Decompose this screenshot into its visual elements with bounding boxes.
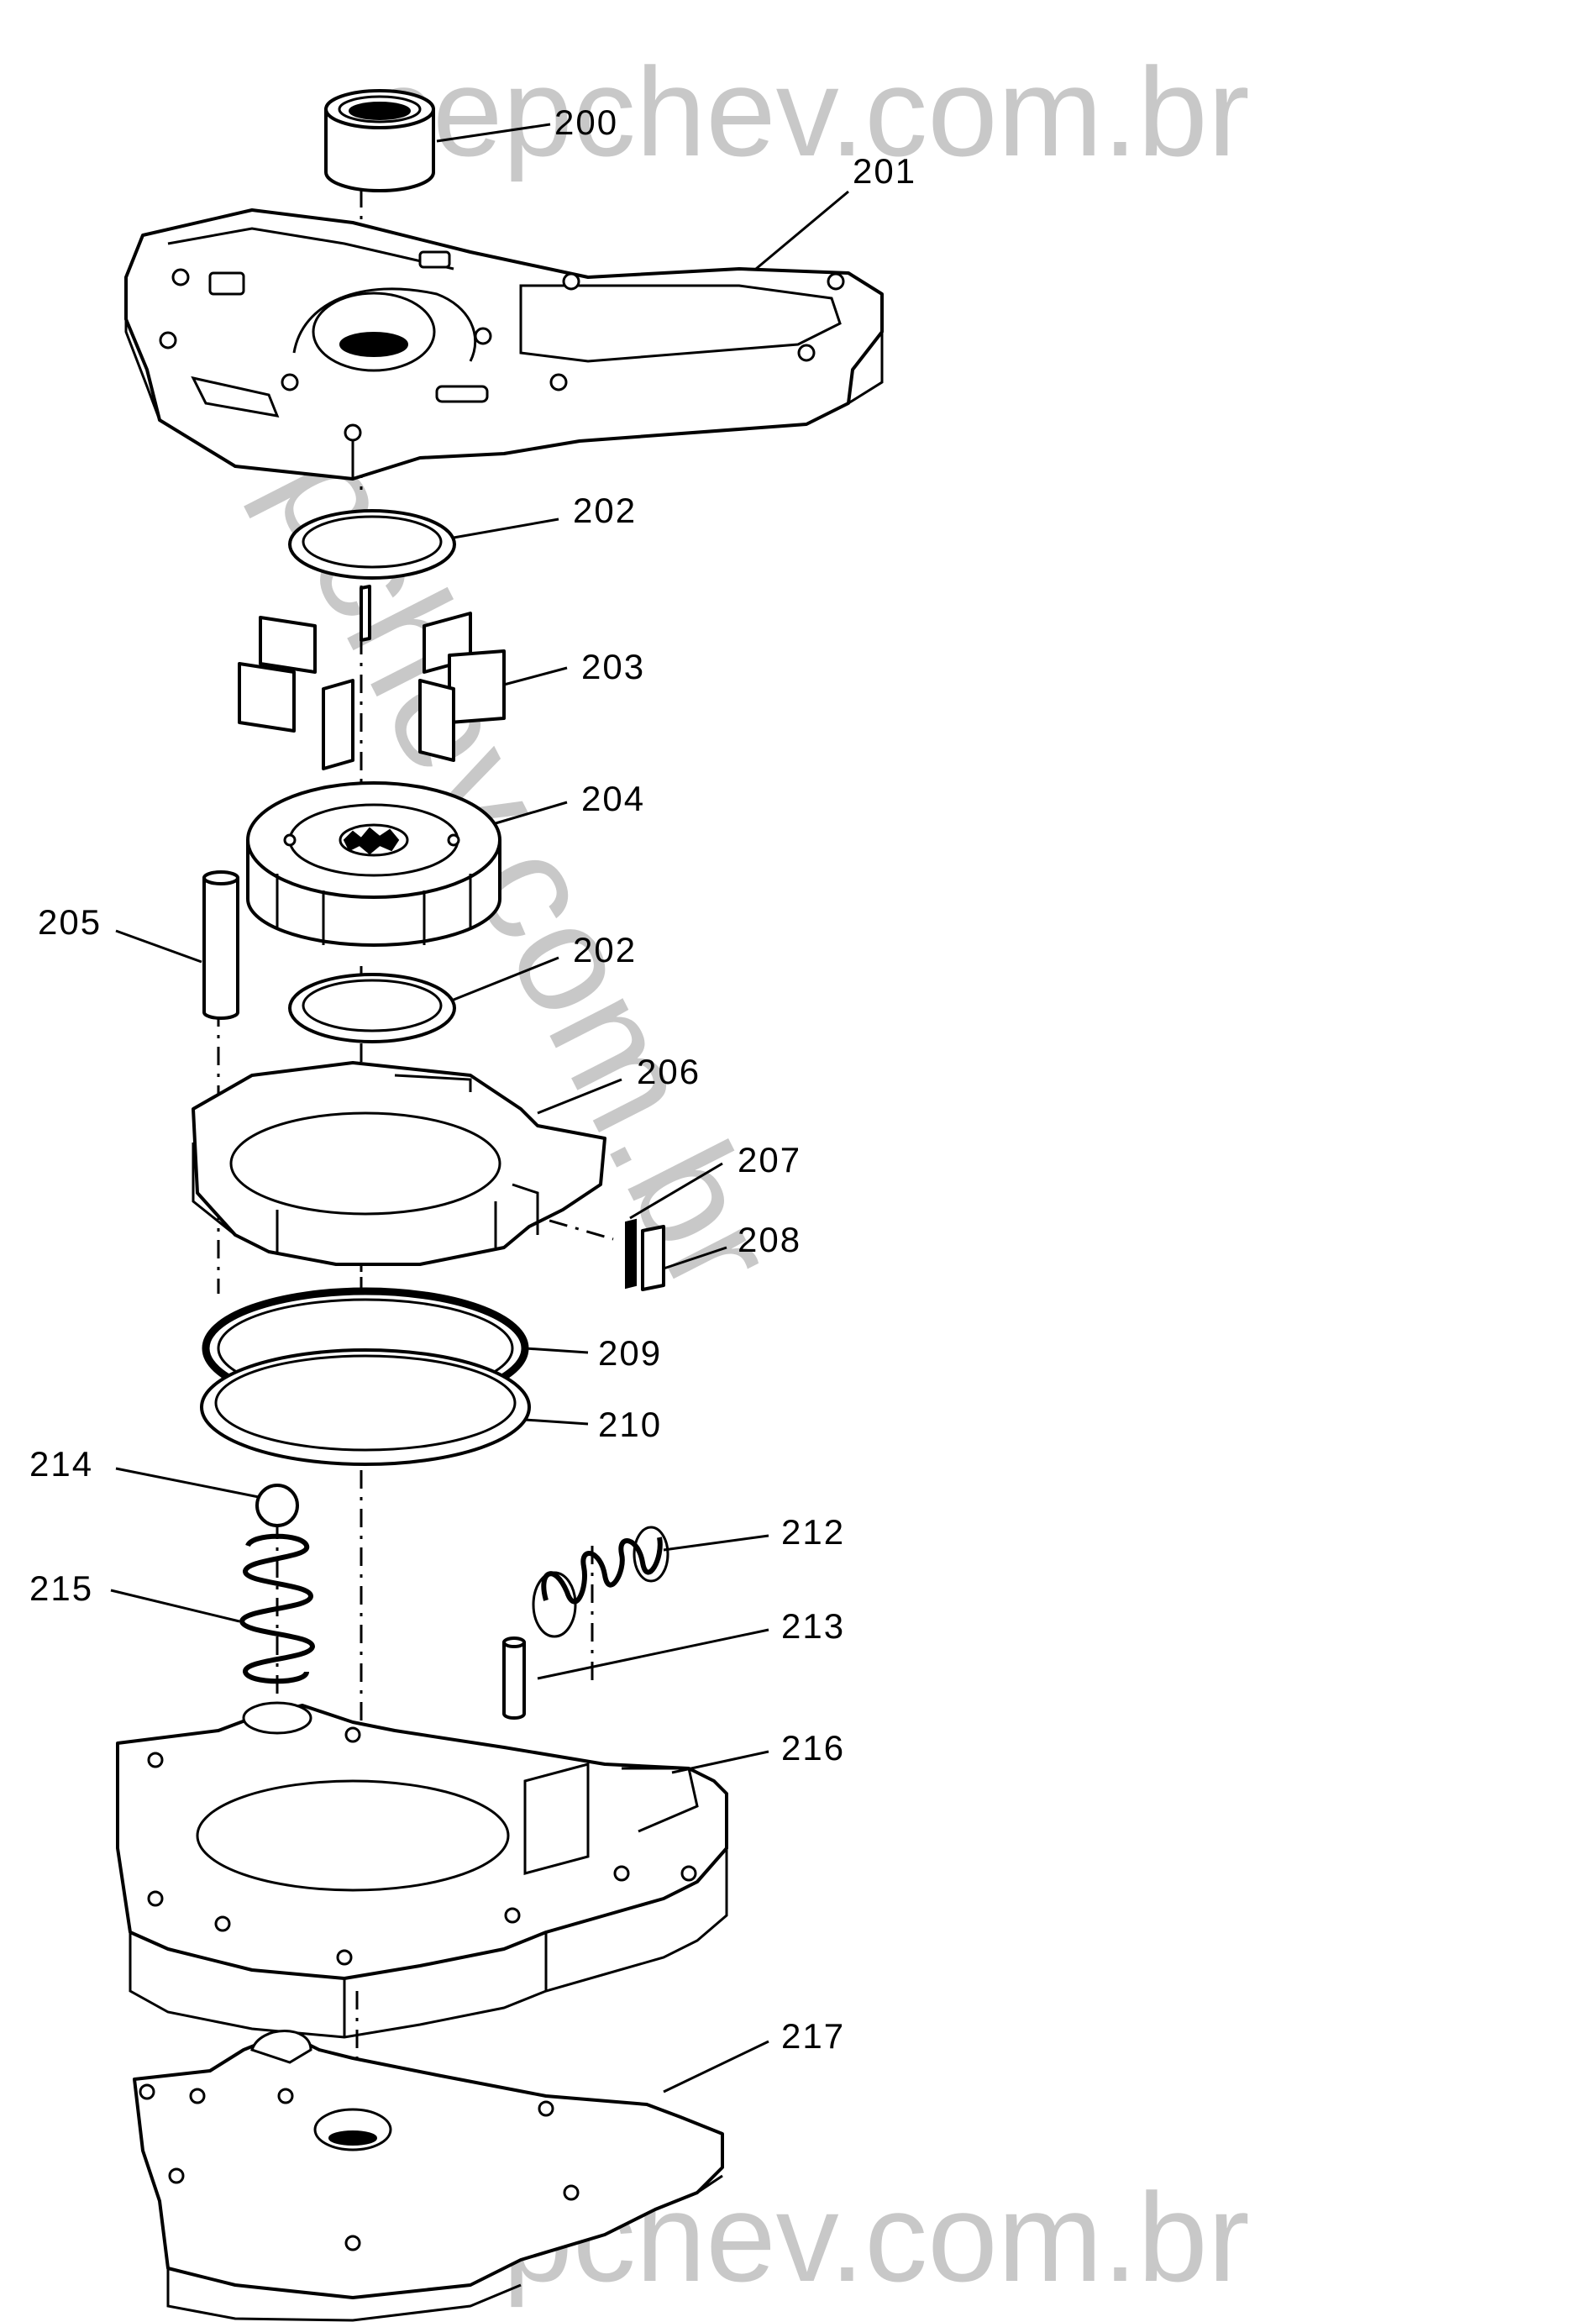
part-202-o-ring-upper (288, 509, 456, 580)
part-204-rotor (246, 781, 501, 947)
callout-208: 208 (738, 1220, 801, 1259)
callout-200: 200 (554, 102, 618, 142)
part-214-check-ball (255, 1484, 299, 1527)
callout-217: 217 (781, 2016, 845, 2056)
callout-202-upper: 202 (573, 491, 637, 530)
callout-labels: 200 201 202 203 204 205 202 206 207 208 … (29, 102, 916, 2056)
callout-206: 206 (637, 1052, 701, 1091)
part-217-gasket (133, 2030, 724, 2322)
callout-214: 214 (29, 1444, 93, 1484)
watermark-top: cepchev.com.br (370, 41, 1250, 182)
callout-205: 205 (38, 902, 102, 942)
part-213-pin (502, 1636, 526, 1720)
part-205-pin (202, 870, 239, 1020)
callout-213: 213 (781, 1606, 845, 1646)
part-208-seal-backup (641, 1225, 665, 1291)
callout-207: 207 (738, 1140, 801, 1179)
part-216-pump-body (116, 1701, 728, 2039)
part-207-seal (625, 1218, 637, 1290)
callout-203: 203 (581, 647, 645, 686)
part-200-needle-bearing (324, 89, 435, 192)
callout-212: 212 (781, 1512, 845, 1552)
callout-209: 209 (598, 1333, 662, 1373)
leader-lines (110, 123, 849, 2093)
callout-216: 216 (781, 1728, 845, 1768)
callout-201: 201 (853, 151, 916, 191)
part-212-spring (532, 1526, 669, 1638)
part-210-o-ring (200, 1348, 531, 1466)
part-206-slide (192, 1061, 606, 1266)
part-215-spring (239, 1533, 316, 1684)
callout-204: 204 (581, 779, 645, 818)
callout-202-lower: 202 (573, 930, 637, 969)
part-203-vanes (238, 585, 506, 770)
part-202-o-ring-lower (288, 973, 456, 1043)
callout-215: 215 (29, 1568, 93, 1608)
callout-210: 210 (598, 1405, 662, 1444)
part-201-pump-cover (124, 208, 884, 481)
